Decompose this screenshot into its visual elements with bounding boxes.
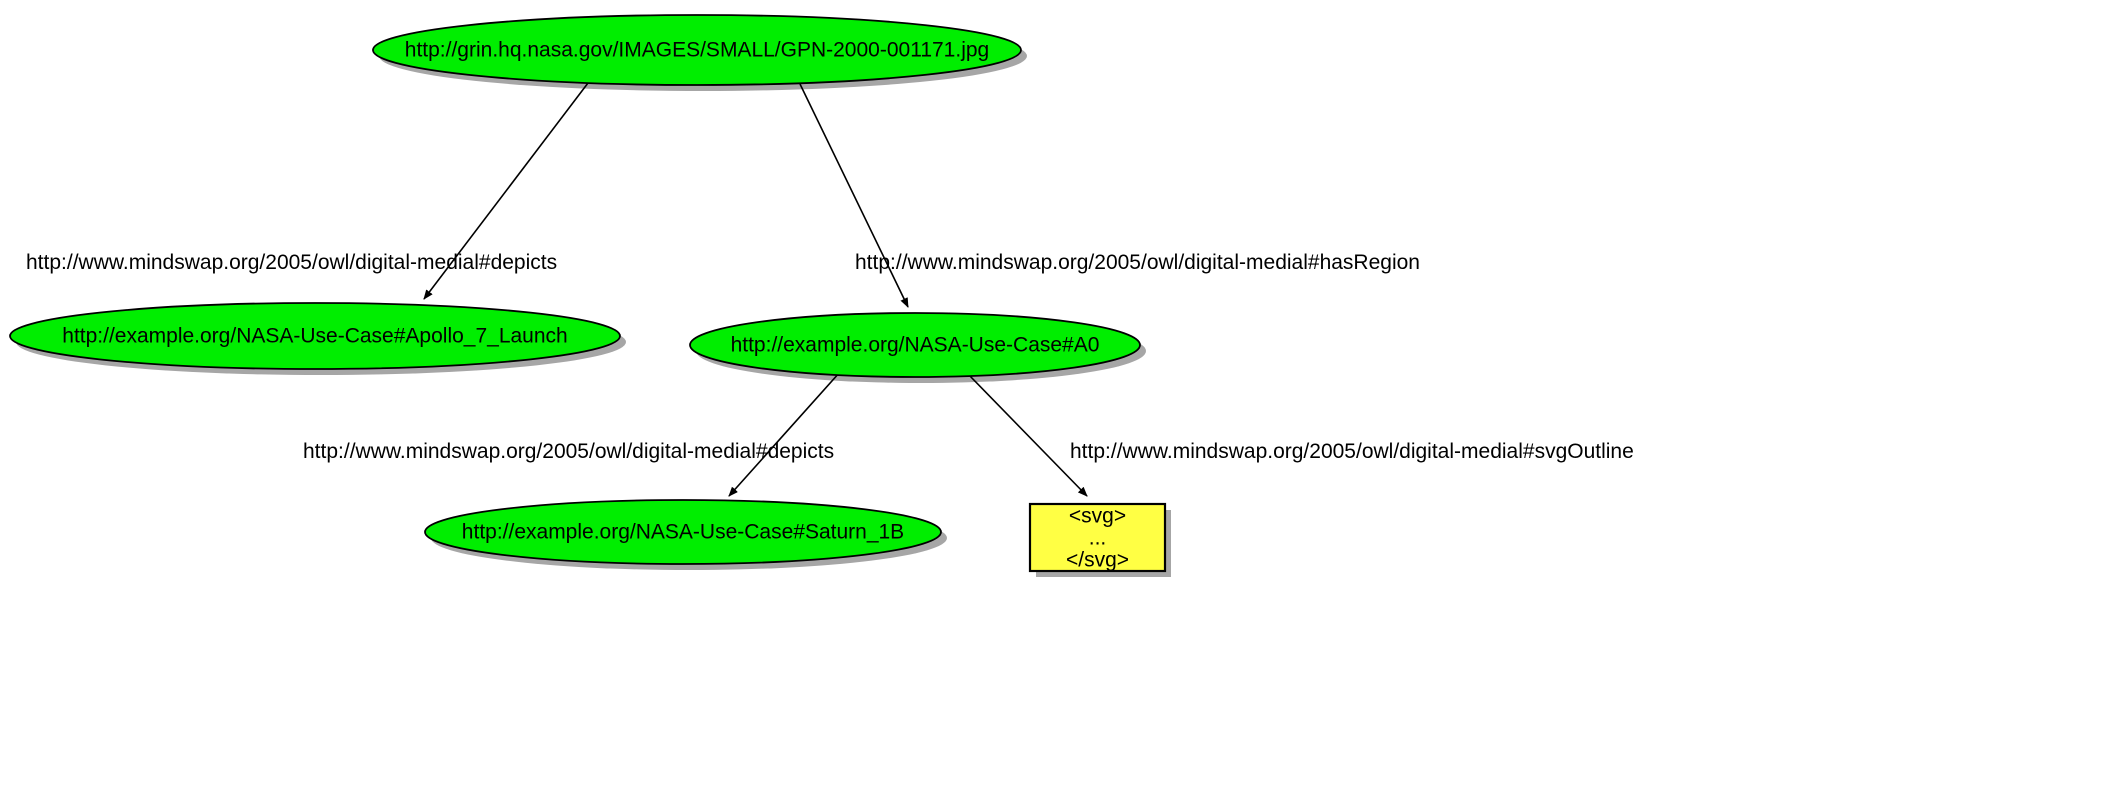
box-label-line-2: </svg>: [1065, 548, 1130, 571]
node-ellipse-a0[interactable]: [689, 312, 1141, 378]
node-ellipse-image[interactable]: [372, 14, 1022, 86]
node-ellipse-apollo[interactable]: [9, 302, 621, 370]
node-label-apollo: http://example.org/NASA-Use-Case#Apollo_…: [62, 324, 568, 348]
node-layer: [9, 14, 1167, 573]
node-label-saturn: http://example.org/NASA-Use-Case#Saturn_…: [461, 520, 905, 544]
edge-hasregion-a0: [799, 83, 909, 308]
edge-label-depicts-saturn: http://www.mindswap.org/2005/owl/digital…: [303, 440, 835, 463]
edge-label-svgoutline-box: http://www.mindswap.org/2005/owl/digital…: [1070, 440, 1634, 463]
node-rect-svgbox[interactable]: [1028, 502, 1167, 573]
edge-label-depicts-apollo: http://www.mindswap.org/2005/owl/digital…: [26, 251, 558, 274]
node-label-image: http://grin.hq.nasa.gov/IMAGES/SMALL/GPN…: [404, 38, 990, 62]
box-label-line-1: ...: [1088, 526, 1107, 549]
node-label-a0: http://example.org/NASA-Use-Case#A0: [730, 333, 1100, 357]
edge-label-hasregion-a0: http://www.mindswap.org/2005/owl/digital…: [855, 251, 1420, 274]
shadow-layer: [16, 21, 1171, 577]
edge-layer: [423, 82, 1088, 497]
box-label-line-0: <svg>: [1068, 504, 1127, 527]
node-ellipse-saturn[interactable]: [424, 499, 942, 565]
edge-depicts-saturn: [728, 371, 841, 497]
edge-depicts-apollo: [423, 82, 589, 300]
edge-svgoutline-box: [967, 373, 1088, 497]
